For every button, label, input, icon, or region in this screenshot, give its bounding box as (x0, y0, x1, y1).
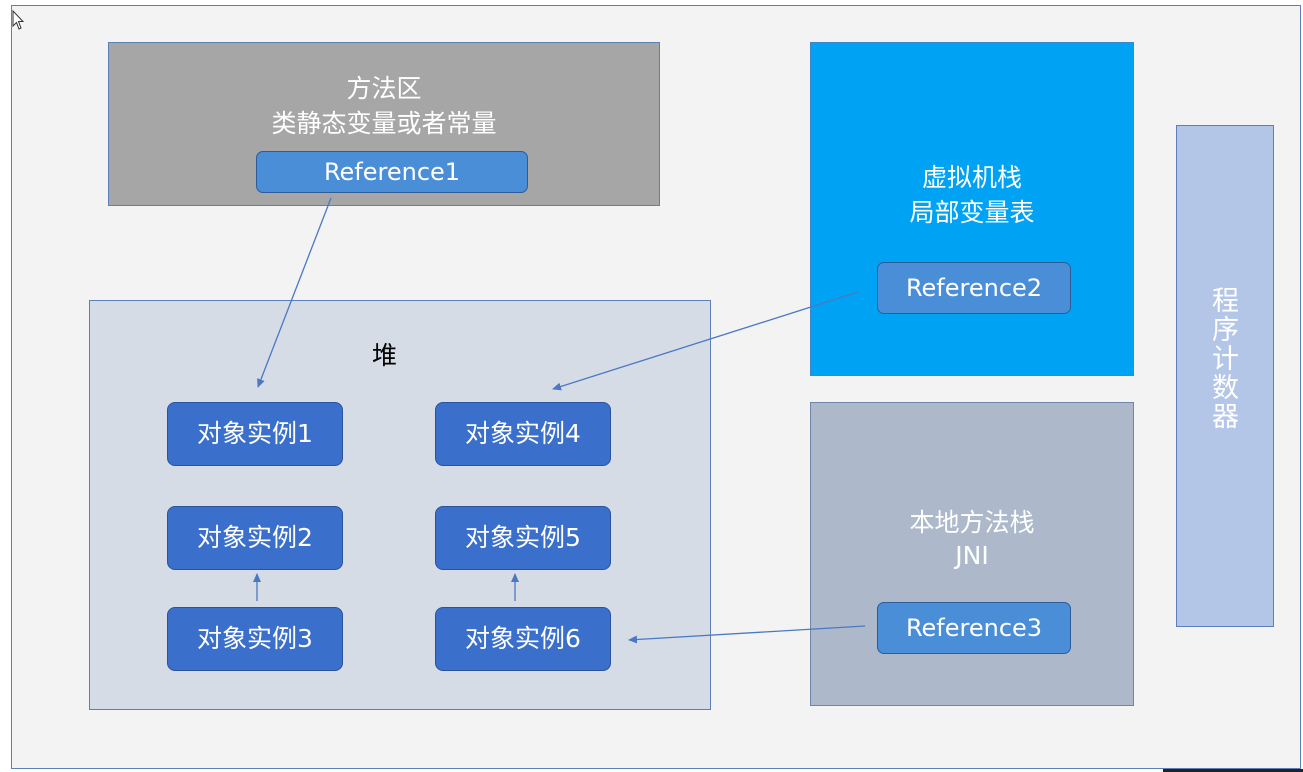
window-bottom-edge (1163, 769, 1303, 772)
heap-label: 堆 (372, 341, 398, 370)
method-area-region: 方法区 类静态变量或者常量 Reference1 (108, 42, 660, 206)
object-instance-5: 对象实例5 (435, 506, 611, 570)
method-area-subtitle: 类静态变量或者常量 (271, 109, 497, 138)
vm-stack-region: 虚拟机栈 局部变量表 Reference2 (810, 42, 1134, 376)
object-instance-4: 对象实例4 (435, 402, 611, 466)
native-stack-subtitle: JNI (955, 541, 989, 570)
object-instance-2: 对象实例2 (167, 506, 343, 570)
native-stack-title: 本地方法栈 (909, 508, 1035, 537)
mouse-cursor-icon (12, 10, 25, 30)
native-stack-region: 本地方法栈 JNI Reference3 (810, 402, 1134, 706)
object-instance-3: 对象实例3 (167, 607, 343, 671)
program-counter-label: 程序计数器 (1207, 286, 1238, 431)
reference1-box: Reference1 (256, 151, 528, 193)
object-instance-1: 对象实例1 (167, 402, 343, 466)
program-counter-region: 程序计数器 (1176, 125, 1274, 627)
vm-stack-subtitle: 局部变量表 (909, 198, 1035, 227)
reference3-box: Reference3 (877, 602, 1071, 654)
object-instance-6: 对象实例6 (435, 607, 611, 671)
method-area-title: 方法区 (346, 74, 422, 103)
reference2-box: Reference2 (877, 262, 1071, 314)
vm-stack-title: 虚拟机栈 (921, 163, 1022, 192)
